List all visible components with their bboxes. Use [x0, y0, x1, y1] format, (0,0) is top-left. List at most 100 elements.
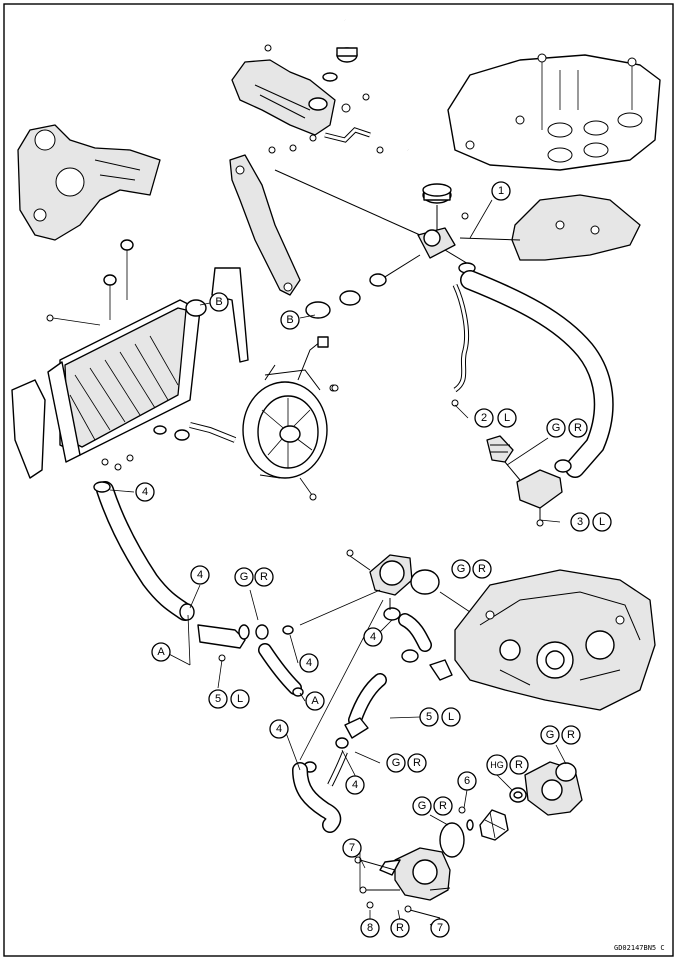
impeller: [479, 809, 509, 841]
water-pipe-fitting: [197, 624, 269, 662]
diagram-frame: [3, 3, 674, 957]
svg-text:L: L: [504, 412, 510, 424]
svg-text:L: L: [448, 711, 454, 723]
radiator-pipe: [189, 422, 237, 443]
callout-grease-4-g: G: [386, 753, 406, 773]
subframe-bracket: [229, 154, 301, 296]
callout-A-lower: A: [151, 642, 171, 662]
callout-grease-6-g: G: [412, 796, 432, 816]
callout-grease-2-r: R: [254, 567, 274, 587]
svg-text:R: R: [478, 563, 486, 575]
frame-bracket: [17, 124, 161, 241]
svg-text:G: G: [552, 422, 561, 434]
svg-text:L: L: [237, 693, 243, 705]
pipe-bracket: [429, 659, 453, 681]
radiator-upper-hose: [185, 299, 207, 317]
callout-8: 8: [360, 918, 380, 938]
svg-text:R: R: [439, 800, 447, 812]
filler-neck: [417, 205, 469, 259]
o-ring-thermostat: [410, 569, 440, 595]
svg-text:R: R: [574, 422, 582, 434]
hose-to-pump: [344, 673, 387, 739]
pump-bolts: [354, 806, 466, 919]
callout-3: 3: [570, 512, 590, 532]
callout-5-pipe-loctite: L: [230, 689, 250, 709]
svg-text:4: 4: [276, 723, 282, 735]
svg-text:7: 7: [437, 922, 443, 934]
radiator-bolts: [101, 384, 337, 471]
callout-B-hose: B: [280, 310, 300, 330]
callout-5-elbow: 5: [419, 707, 439, 727]
svg-text:R: R: [396, 922, 404, 934]
svg-text:G: G: [392, 757, 401, 769]
heat-shield-upper: [447, 54, 661, 171]
svg-text:6: 6: [464, 775, 470, 787]
callout-4-radiator-clamp: 4: [135, 482, 155, 502]
radiator-mounts: [46, 239, 190, 441]
fan-wiring: [297, 336, 329, 381]
svg-text:4: 4: [352, 779, 358, 791]
radiator-side-tank: [47, 361, 81, 463]
callout-A-bypass: A: [305, 691, 325, 711]
small-bolts-top: [264, 44, 384, 154]
reservoir-overflow-hose: [344, 18, 410, 151]
hose-connector-pipe: [327, 750, 348, 787]
svg-text:8: 8: [367, 922, 373, 934]
heat-shield-lower: [459, 194, 641, 261]
leader-lines-mid: [299, 589, 471, 761]
small-clamps: [282, 625, 349, 773]
diagram-code: GD02147BN5 C: [614, 944, 665, 952]
callout-3-loctite: L: [592, 512, 612, 532]
svg-text:R: R: [515, 759, 523, 771]
reservoir-hose-small: [324, 127, 371, 143]
thermostat-housing: [504, 459, 572, 527]
callout-grease-1-r: R: [568, 418, 588, 438]
callout-4-upper-clamp: 4: [363, 627, 383, 647]
radiator: [59, 299, 201, 456]
svg-text:R: R: [260, 571, 268, 583]
callout-grease-6-r: R: [433, 796, 453, 816]
callout-grease-3-r: R: [472, 559, 492, 579]
callout-grease-5-g: G: [540, 725, 560, 745]
hose-clamp-top: [305, 262, 476, 319]
radiator-right-shroud: [211, 267, 249, 363]
svg-text:A: A: [311, 695, 319, 707]
callout-6: 6: [457, 771, 477, 791]
callout-4-bypass-clamp: 4: [299, 653, 319, 673]
svg-text:5: 5: [215, 693, 221, 705]
callout-grease-1-g: G: [546, 418, 566, 438]
svg-text:R: R: [567, 729, 575, 741]
callout-grease-2-g: G: [234, 567, 254, 587]
callout-grease-3-g: G: [451, 559, 471, 579]
radiator-left-cover: [11, 379, 46, 479]
callout-2-loctite: L: [497, 408, 517, 428]
svg-text:4: 4: [197, 569, 203, 581]
radiator-lower-hose: [93, 481, 195, 621]
hose-elbow-upper: [383, 607, 432, 663]
callout-4-connector-clamp: 4: [345, 775, 365, 795]
water-pump-body: [379, 847, 451, 901]
mechanical-seal: [509, 787, 527, 803]
thin-breather-hose: [451, 283, 470, 407]
callout-B-radiator: B: [209, 292, 229, 312]
svg-text:2: 2: [481, 412, 487, 424]
callout-7-upper: 7: [342, 838, 362, 858]
thermostat: [486, 435, 514, 463]
callout-4-outlet-clamp: 4: [269, 719, 289, 739]
svg-text:5: 5: [426, 711, 432, 723]
svg-text:4: 4: [370, 631, 376, 643]
radiator-cap: [422, 183, 452, 204]
callout-2: 2: [474, 408, 494, 428]
callout-grease-5-r: R: [561, 725, 581, 745]
svg-text:B: B: [215, 296, 222, 308]
callout-hg-grease-hg: HG: [486, 754, 508, 776]
svg-text:G: G: [546, 729, 555, 741]
heat-shield-bolts: [537, 53, 637, 130]
svg-text:L: L: [599, 516, 605, 528]
cooling-fan: [242, 364, 339, 501]
callout-4-pipe-clamp: 4: [190, 565, 210, 585]
callout-7-lower: 7: [430, 918, 450, 938]
callout-5-pipe: 5: [208, 689, 228, 709]
engine-crankcase: [454, 569, 656, 711]
